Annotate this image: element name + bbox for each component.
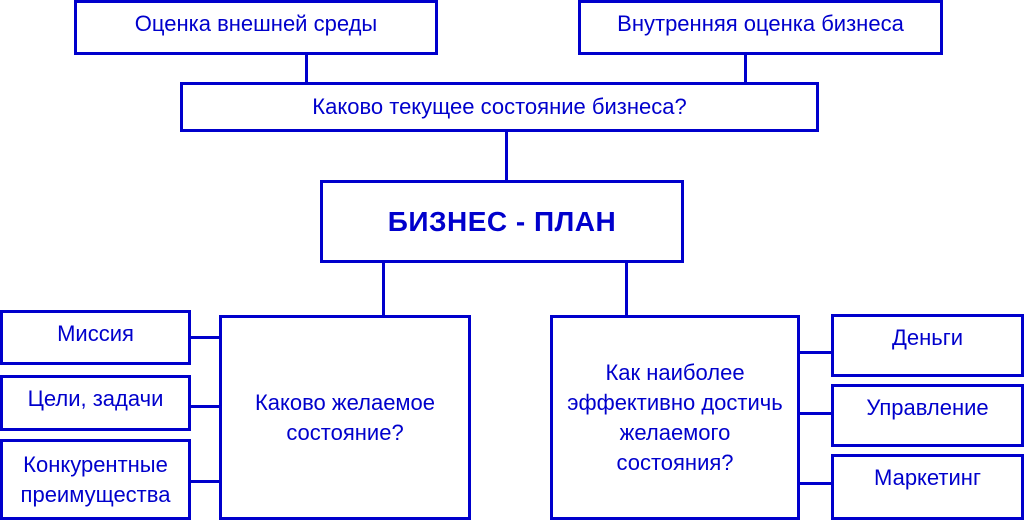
connector-money xyxy=(797,351,834,354)
desired-state-box: Каково желаемое состояние? xyxy=(219,315,471,520)
marketing-box: Маркетинг xyxy=(831,454,1024,520)
connector-marketing xyxy=(797,482,834,485)
how-to-achieve-label: Как наиболее эффективно достичь желаемог… xyxy=(567,359,783,475)
money-box: Деньги xyxy=(831,314,1024,377)
connector-advantages xyxy=(188,480,222,483)
connector-current-to-plan xyxy=(505,129,508,183)
management-label: Управление xyxy=(866,395,989,420)
advantages-label: Конкурентные преимущества xyxy=(20,451,171,507)
management-box: Управление xyxy=(831,384,1024,447)
advantages-box: Конкурентные преимущества xyxy=(0,439,191,520)
mission-box: Миссия xyxy=(0,310,191,365)
connector-plan-to-how xyxy=(625,260,628,318)
connector-internal-to-current xyxy=(744,52,747,85)
goals-label: Цели, задачи xyxy=(27,386,164,411)
current-state-box: Каково текущее состояние бизнеса? xyxy=(180,82,819,132)
goals-box: Цели, задачи xyxy=(0,375,191,431)
connector-goals xyxy=(188,405,222,408)
external-assessment-box: Оценка внешней среды xyxy=(74,0,438,55)
mission-label: Миссия xyxy=(57,321,134,346)
money-label: Деньги xyxy=(891,325,964,350)
connector-external-to-current xyxy=(305,52,308,85)
internal-assessment-box: Внутренняя оценка бизнеса xyxy=(578,0,943,55)
business-plan-box: БИЗНЕС - ПЛАН xyxy=(320,180,684,263)
desired-state-label: Каково желаемое состояние? xyxy=(254,389,436,445)
current-state-label: Каково текущее состояние бизнеса? xyxy=(312,94,687,119)
connector-mission xyxy=(188,336,222,339)
connector-plan-to-desired xyxy=(382,260,385,318)
how-to-achieve-box: Как наиболее эффективно достичь желаемог… xyxy=(550,315,800,520)
connector-management xyxy=(797,412,834,415)
marketing-label: Маркетинг xyxy=(874,465,981,490)
external-assessment-label: Оценка внешней среды xyxy=(134,11,378,36)
internal-assessment-label: Внутренняя оценка бизнеса xyxy=(617,11,904,36)
business-plan-title: БИЗНЕС - ПЛАН xyxy=(387,205,617,237)
